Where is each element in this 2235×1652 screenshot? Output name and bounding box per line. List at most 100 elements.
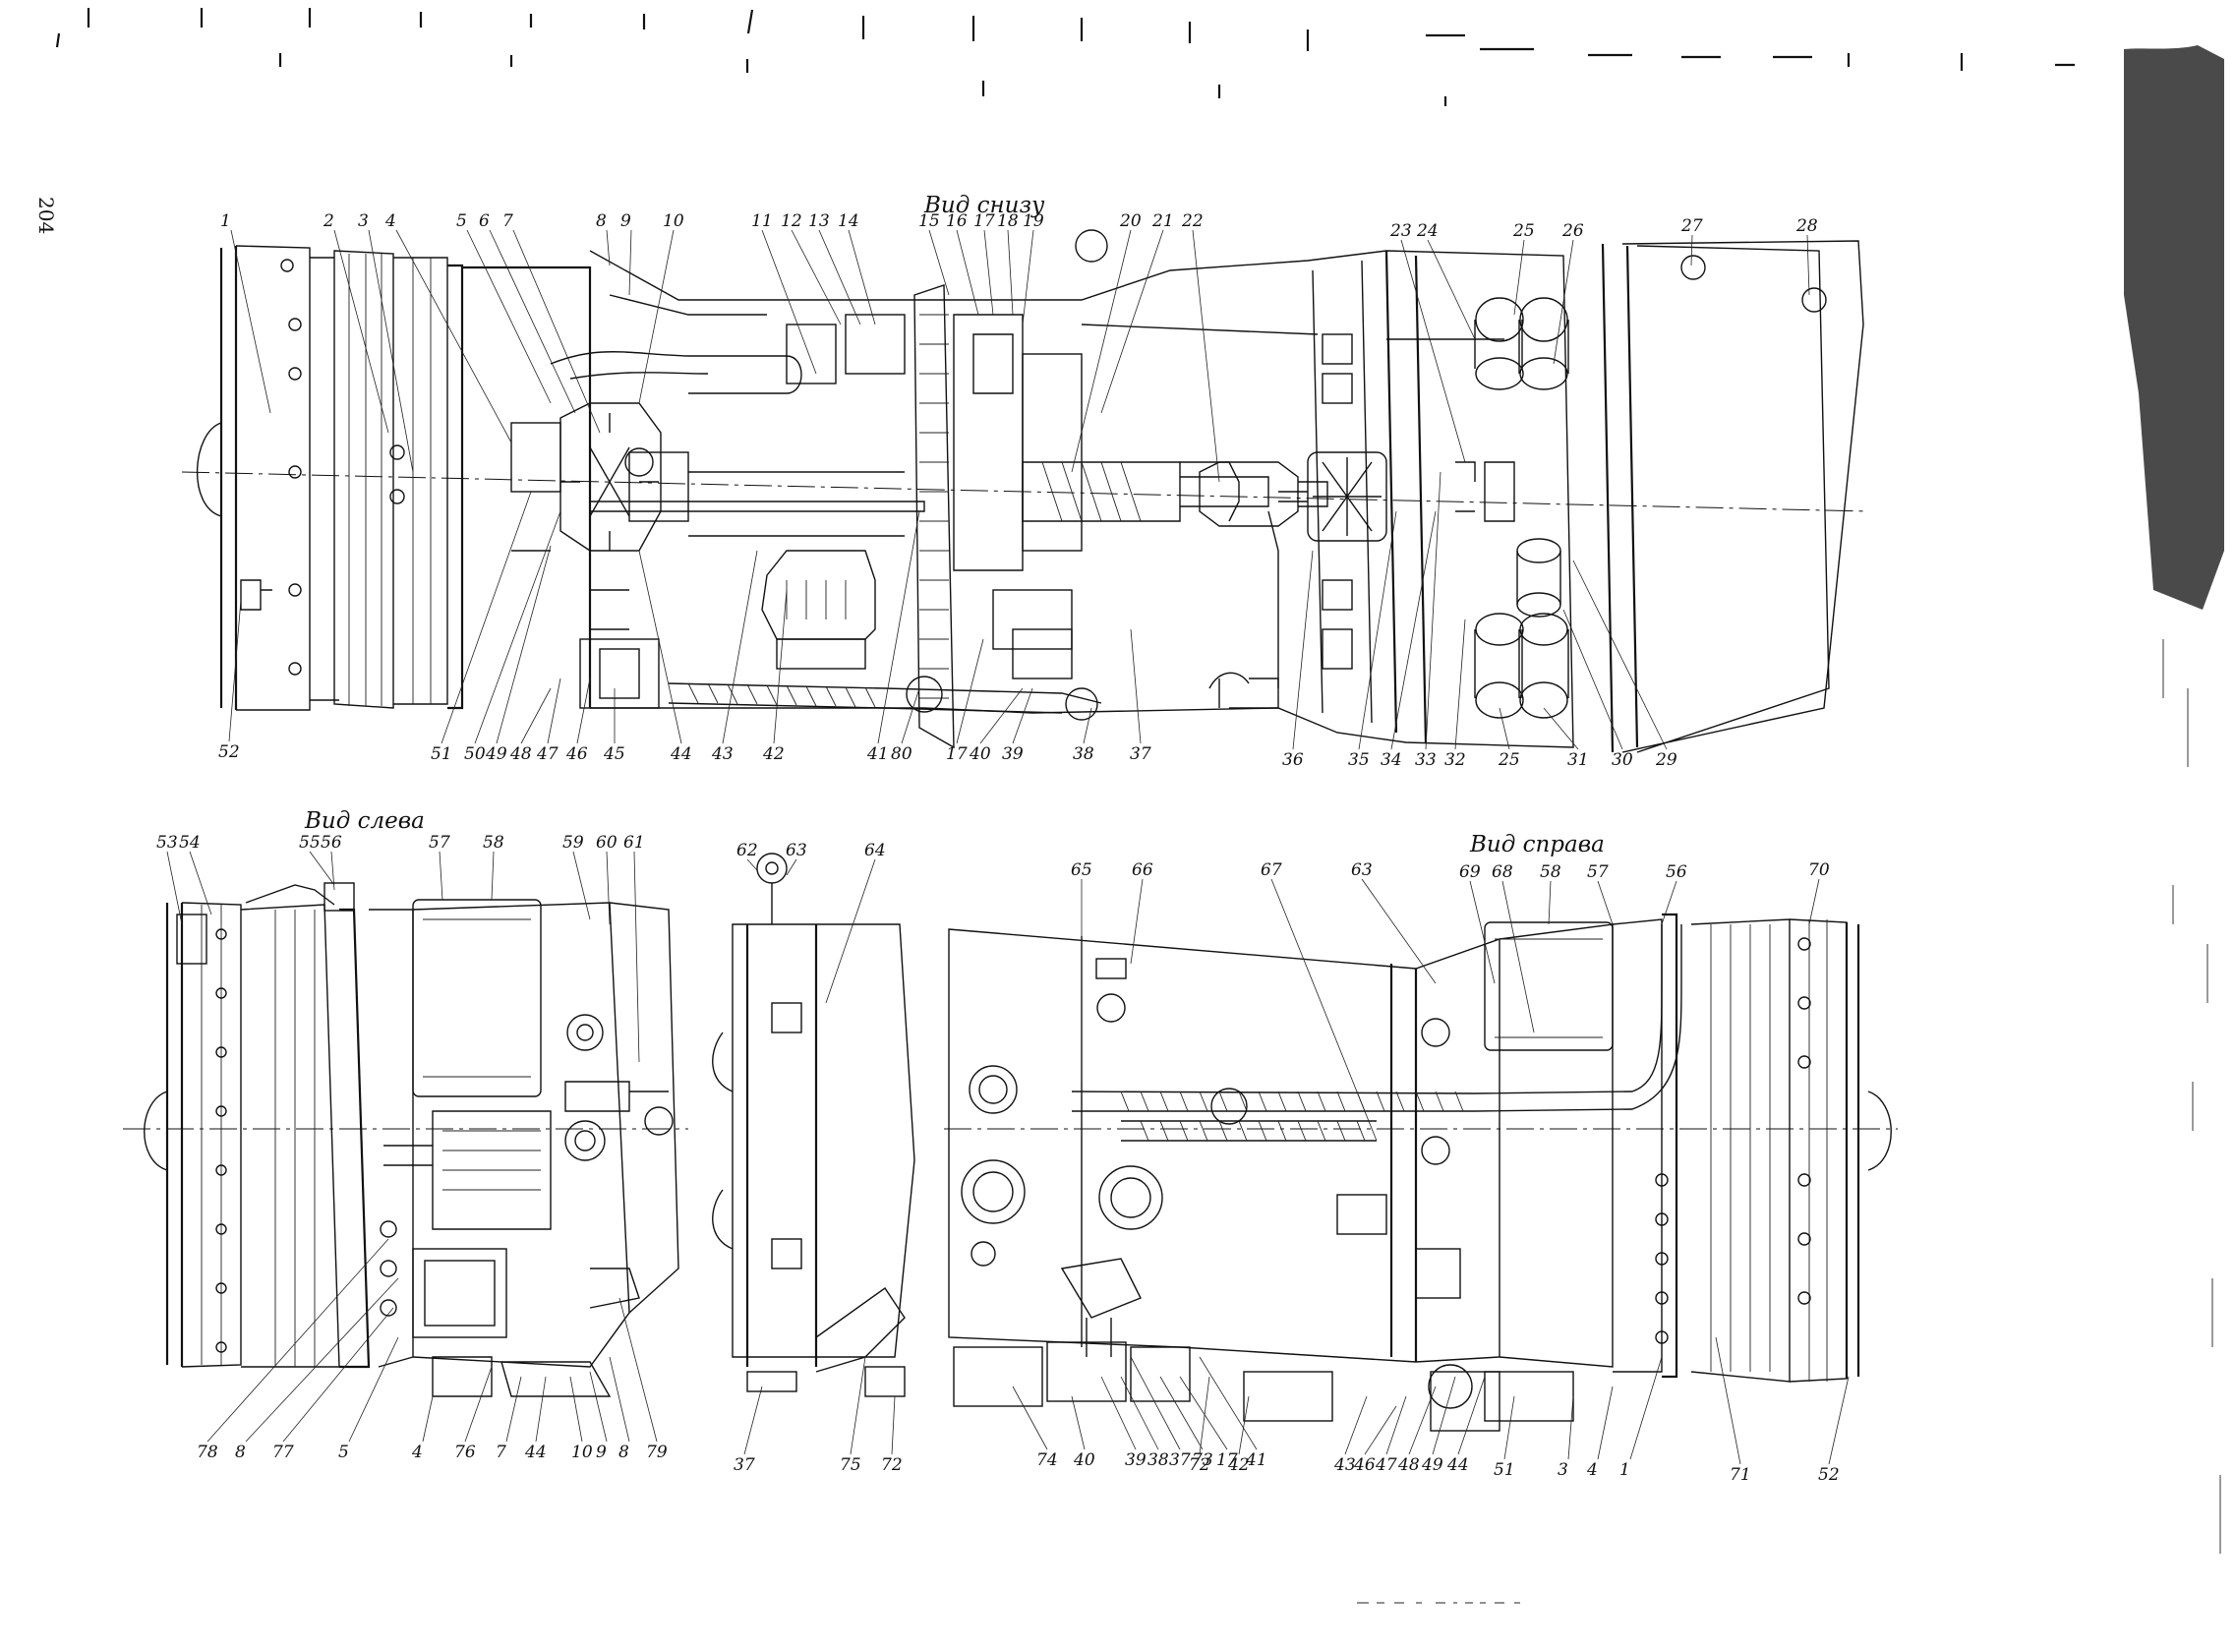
leader-line <box>606 851 611 925</box>
leader-line <box>1390 510 1437 750</box>
callout-number: 44 <box>1446 1455 1469 1475</box>
callout-number: 78 <box>197 1443 218 1462</box>
callout-number: 1 <box>1619 1460 1630 1480</box>
leader-line <box>1100 229 1164 414</box>
callout-number: 17 <box>973 211 995 231</box>
callout-number: 4 <box>384 211 396 231</box>
leader-line <box>1425 471 1441 750</box>
flex-hose-right <box>1071 924 1682 1142</box>
leader-line <box>1427 239 1476 340</box>
leader-line <box>1808 878 1820 925</box>
leader-line <box>474 510 561 744</box>
leader-line <box>1597 880 1614 925</box>
leader-line <box>1400 239 1466 463</box>
leader-line <box>1661 880 1677 925</box>
leader-line <box>1572 560 1668 750</box>
callout-number: 68 <box>1492 862 1513 882</box>
callout-number: 57 <box>429 833 450 853</box>
leader-line <box>743 1386 763 1455</box>
leader-line <box>609 1356 630 1443</box>
callout-number: 46 <box>1353 1455 1376 1475</box>
leader-line <box>1457 1376 1486 1455</box>
callout-number: 23 <box>1389 221 1412 241</box>
view-label-right: Вид справа <box>1469 832 1605 857</box>
leader-line <box>547 678 561 744</box>
leader-line <box>1806 234 1810 296</box>
leader-line <box>928 229 950 296</box>
callout-number: 47 <box>1375 1455 1397 1475</box>
left-inlet-pipe <box>176 882 355 965</box>
leader-line <box>439 851 443 901</box>
leader-line <box>1364 1405 1397 1455</box>
callout-number: 58 <box>483 833 504 853</box>
leader-line <box>618 1297 658 1443</box>
leader-line <box>309 851 335 886</box>
leader-line <box>1130 1356 1181 1450</box>
callout-number: 29 <box>1655 750 1677 770</box>
callout-number: 73 <box>1192 1450 1213 1470</box>
callout-number: 24 <box>1416 221 1439 241</box>
leader-line <box>983 229 994 316</box>
callout-number: 13 <box>808 211 830 231</box>
callout-number: 25 <box>1498 750 1520 770</box>
callout-number: 1 <box>220 211 231 231</box>
callout-number: 34 <box>1381 750 1402 770</box>
leader-line <box>1292 550 1314 750</box>
leader-line <box>1567 1395 1574 1460</box>
left-view-drawing <box>123 882 688 1397</box>
leader-line <box>1715 1336 1741 1465</box>
leader-line <box>464 1366 493 1443</box>
callout-number: 19 <box>1023 211 1044 231</box>
view-label-bottom: Вид снизу <box>923 193 1045 218</box>
leader-line <box>1071 229 1132 473</box>
pipe-bends <box>550 294 802 394</box>
leader-line <box>848 229 876 325</box>
callout-number: 7 <box>502 211 513 231</box>
callout-number: 62 <box>736 841 758 860</box>
callout-number: 49 <box>485 744 507 764</box>
callout-number: 48 <box>509 744 532 764</box>
fuel-pump <box>761 314 906 670</box>
callout-number: 61 <box>623 833 645 853</box>
callout-number: 6 <box>479 211 490 231</box>
callout-number: 17 <box>1216 1450 1238 1470</box>
callout-number: 31 <box>1567 750 1589 770</box>
callout-number: 59 <box>562 833 584 853</box>
left-bolts <box>215 928 227 1353</box>
callout-number: 9 <box>596 1443 607 1462</box>
callout-number: 10 <box>663 211 684 231</box>
callout-number: 49 <box>1421 1455 1443 1475</box>
leader-line <box>489 229 576 414</box>
leader-line <box>1130 878 1144 965</box>
leader-line <box>282 1307 394 1443</box>
leader-line <box>746 858 758 871</box>
leader-line <box>722 550 758 744</box>
callout-number: 10 <box>571 1443 593 1462</box>
leader-line <box>422 1395 434 1443</box>
callout-number: 80 <box>891 744 912 764</box>
leader-line <box>441 491 532 744</box>
bottom-view-drawing <box>181 229 1869 753</box>
leader-line <box>1007 229 1014 316</box>
callout-number: 66 <box>1132 860 1153 880</box>
leader-line <box>979 687 1024 744</box>
callout-number: 67 <box>1261 860 1282 880</box>
leader-line <box>1192 229 1220 483</box>
leader-line <box>1238 1395 1250 1455</box>
leader-line <box>1022 229 1034 325</box>
leader-line <box>638 229 675 404</box>
callout-number: 72 <box>1189 1455 1210 1475</box>
leader-line <box>1071 1395 1086 1450</box>
leader-line <box>1543 707 1579 750</box>
callout-number: 12 <box>781 211 802 231</box>
leader-line <box>245 1277 399 1443</box>
leader-line <box>206 1238 389 1443</box>
callout-number: 5 <box>338 1443 349 1462</box>
leader-line <box>1012 1386 1048 1450</box>
callout-number: 15 <box>918 211 940 231</box>
callout-number: 56 <box>321 833 342 853</box>
leader-line <box>1120 1376 1159 1450</box>
callout-number: 64 <box>864 841 886 860</box>
callout-number: 36 <box>1282 750 1304 770</box>
